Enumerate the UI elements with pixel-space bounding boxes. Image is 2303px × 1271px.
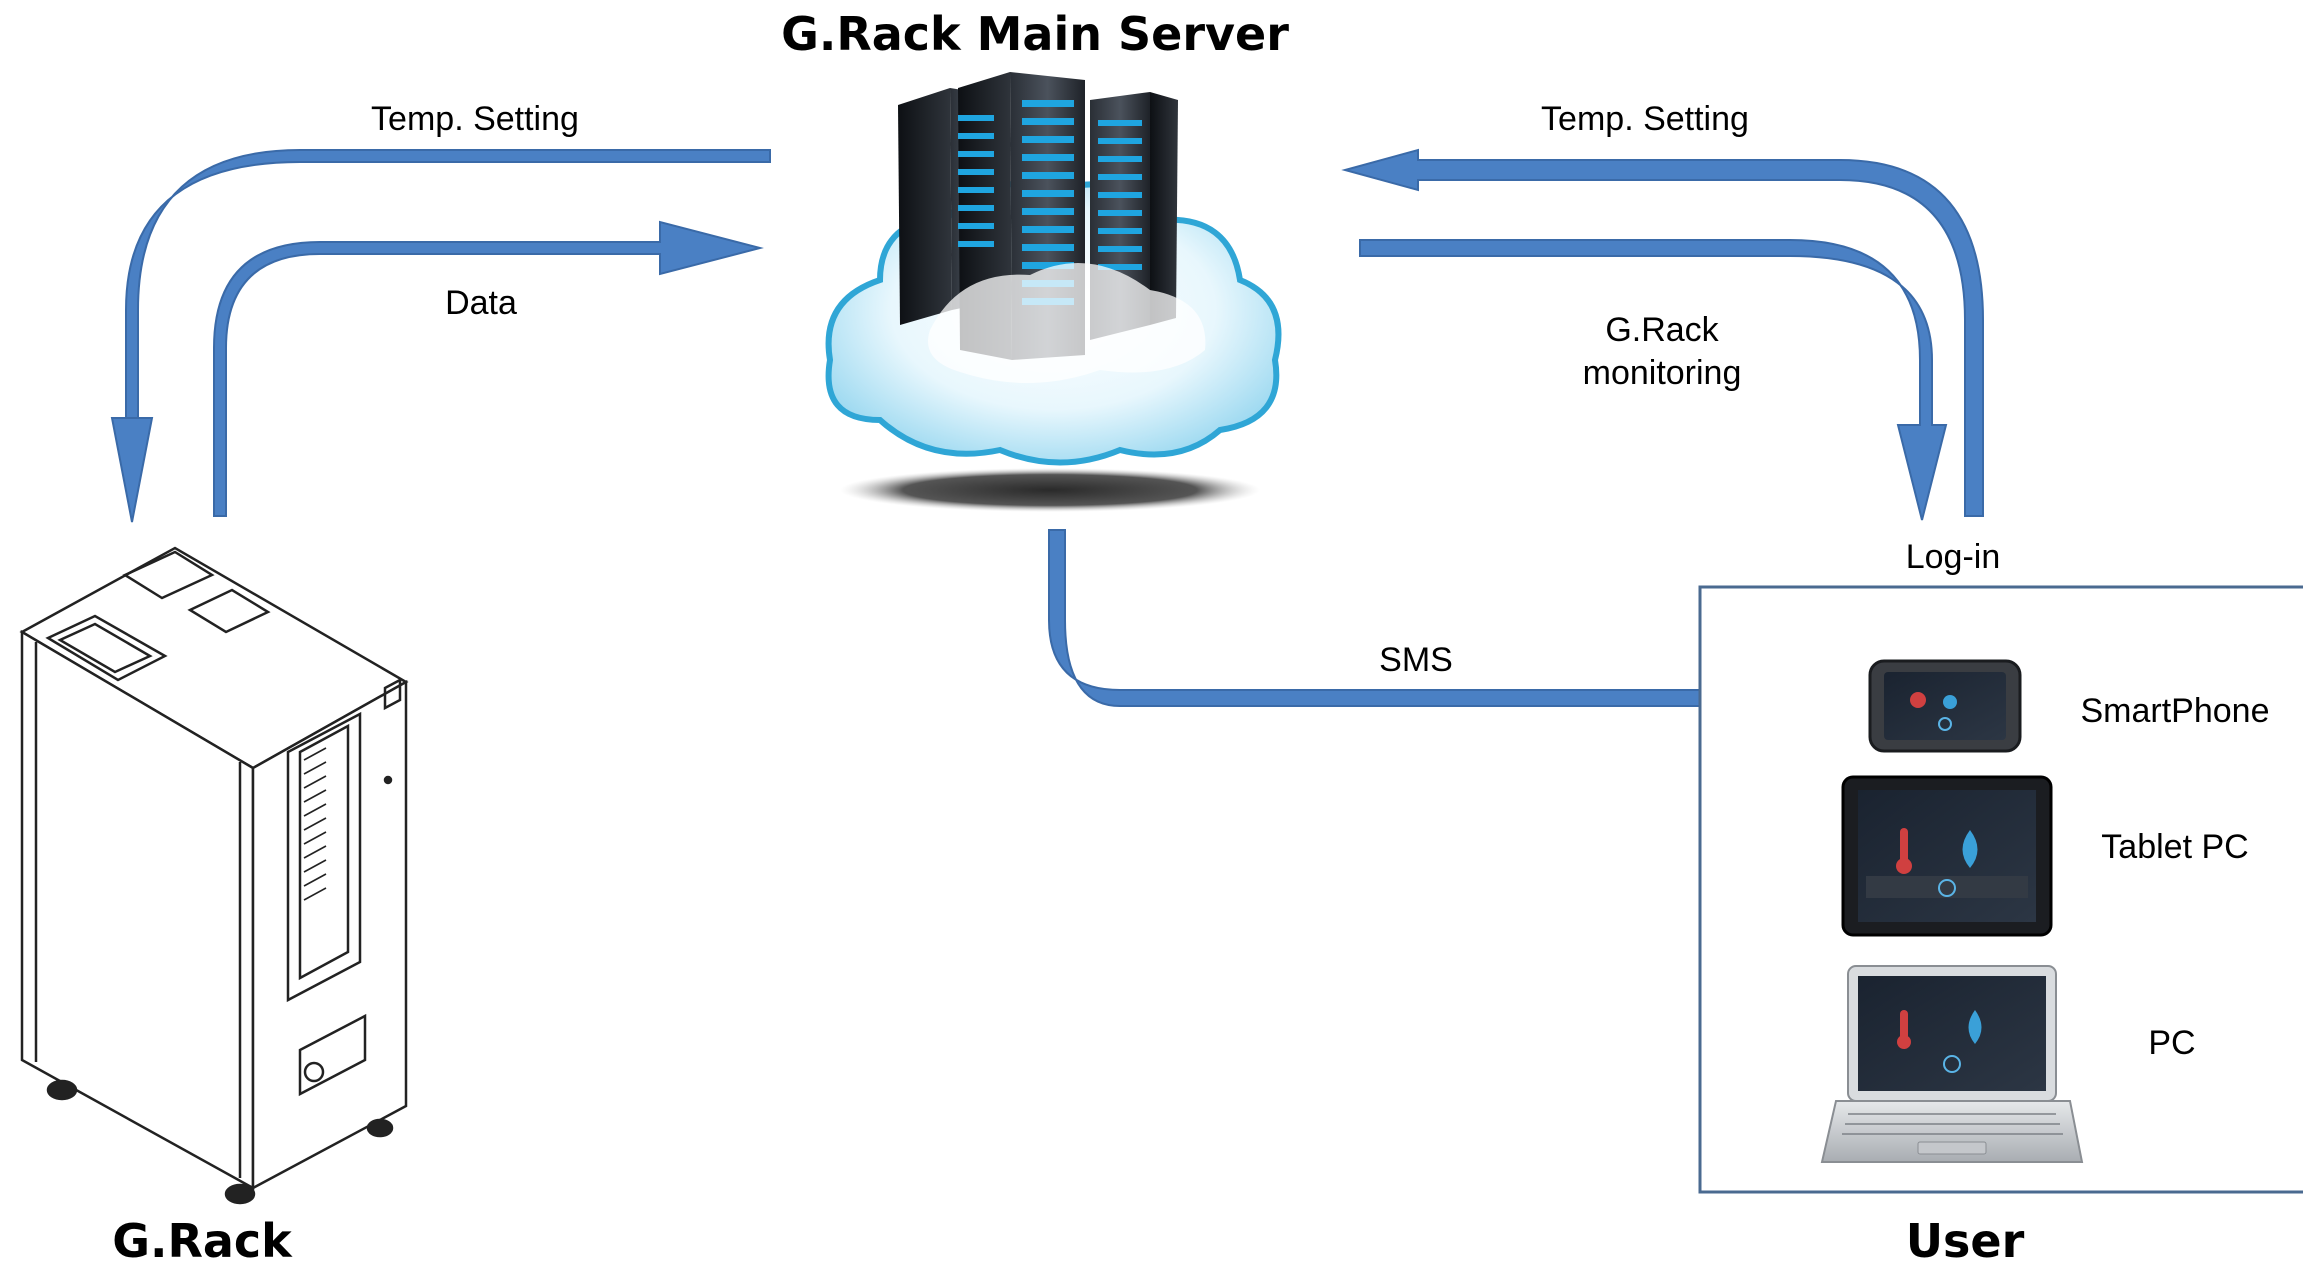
label-log-in: Log-in [1906,538,2001,576]
rack-title: G.Rack [112,1214,293,1268]
label-data: Data [445,284,517,322]
smartphone-icon [1868,659,2022,753]
server-title: G.Rack Main Server [781,7,1289,61]
tablet-icon [1841,775,2053,937]
server-cloud-icon [825,72,1282,512]
label-monitoring-line2: monitoring [1583,354,1742,392]
device-label-tablet: Tablet PC [2101,828,2248,866]
label-temp-setting-right: Temp. Setting [1541,100,1749,138]
label-sms: SMS [1379,641,1453,679]
laptop-icon [1820,965,2084,1163]
user-title: User [1906,1214,2025,1268]
label-temp-setting-left: Temp. Setting [371,100,579,138]
device-label-smartphone: SmartPhone [2081,692,2270,730]
arrow-temp-setting-to-server [1341,148,1984,517]
grack-cabinet-icon [19,546,409,1205]
label-monitoring-line1: G.Rack [1605,311,1719,349]
device-label-pc: PC [2148,1024,2195,1062]
user-devices-box: SmartPhone Tablet PC [1698,585,2303,1194]
arrow-data-to-server [213,220,764,517]
arrow-temp-setting-to-rack [110,149,771,523]
arrow-monitoring-to-user [1359,239,1948,521]
